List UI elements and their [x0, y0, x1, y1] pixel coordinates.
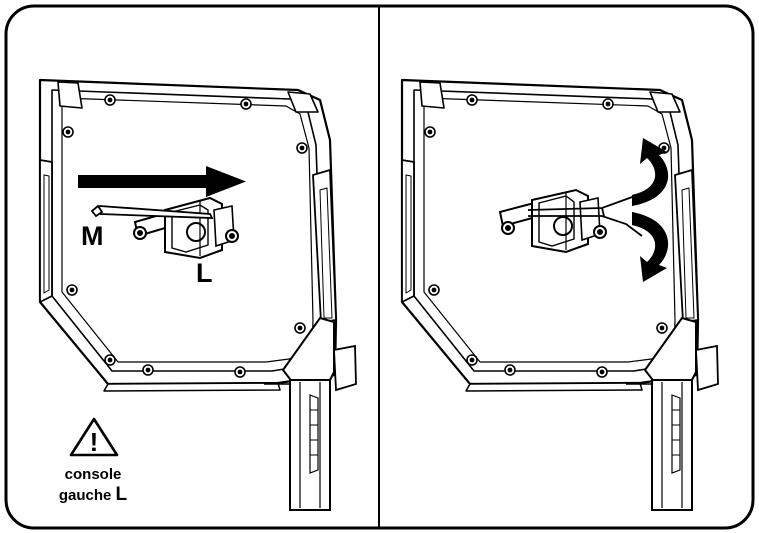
warning-line-2-text: gauche: [58, 487, 112, 504]
arrow-right-icon: [78, 166, 246, 197]
screw-heads-right: [424, 94, 670, 378]
clip-label-m: M: [81, 221, 104, 251]
guide-rail-left: [264, 316, 357, 511]
guide-rail-right: [626, 316, 719, 511]
left-panel: !: [38, 78, 357, 511]
double-curved-arrow-icon: [632, 138, 669, 282]
right-panel: [400, 78, 719, 511]
diagram-border: [4, 4, 755, 530]
warning-line-1: console: [64, 466, 122, 483]
bracket-label-l: L: [196, 258, 213, 288]
warning-triangle-icon: !: [69, 417, 119, 457]
screw-heads-left: [62, 94, 308, 378]
clip-m-left: [90, 204, 214, 219]
warning-line-2: gauche L: [38, 485, 148, 506]
warning-side-letter: L: [115, 484, 128, 505]
warning-caption: console gauche L: [38, 465, 148, 506]
warning-glyph: !: [90, 427, 99, 457]
